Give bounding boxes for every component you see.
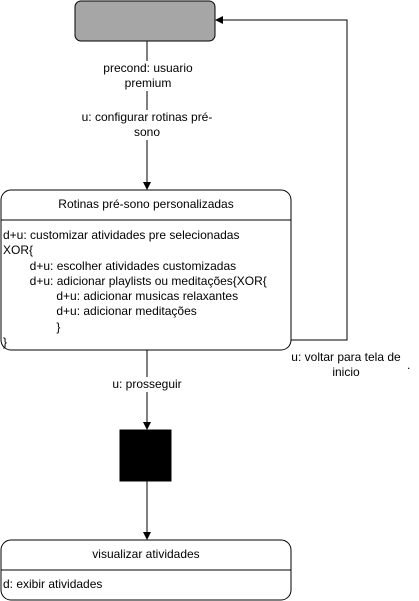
edge-label-back-home: u: voltar para tela de inicio xyxy=(283,350,409,380)
activities-box-body: d: exibir atividades xyxy=(3,577,102,592)
routines-box-line: d+u: adicionar playlists ou meditações{X… xyxy=(3,273,267,288)
routines-box[interactable] xyxy=(0,189,292,351)
routines-box-line: d+u: escolher atividades customizadas xyxy=(3,258,237,273)
stray-dot: . xyxy=(407,358,411,372)
edge-label-precondition: precond: usuario premium xyxy=(92,61,204,91)
edge-label-proceed: u: prosseguir xyxy=(107,377,187,392)
activities-box-line: d: exibir atividades xyxy=(3,577,103,591)
routines-box-title: Rotinas pré-sono personalizadas xyxy=(58,197,234,211)
routines-box-line: XOR{ xyxy=(3,243,34,258)
routines-box-line: } xyxy=(3,319,61,334)
activities-box-title: visualizar atividades xyxy=(92,547,200,561)
routines-box-body: d+u: customizar atividades pre seleciona… xyxy=(3,228,267,350)
routines-box-line: } xyxy=(3,335,8,350)
edge-label-configure: u: configurar rotinas pré-sono xyxy=(77,110,217,140)
routines-box-line: d+u: customizar atividades pre seleciona… xyxy=(3,228,240,242)
start-node[interactable] xyxy=(74,0,216,42)
routines-box-line: d+u: adicionar musicas relaxantes xyxy=(3,289,239,304)
routines-box-line: d+u: adicionar meditações xyxy=(3,304,197,319)
decision-node[interactable] xyxy=(119,429,172,482)
edge-back-to-start xyxy=(215,16,348,341)
